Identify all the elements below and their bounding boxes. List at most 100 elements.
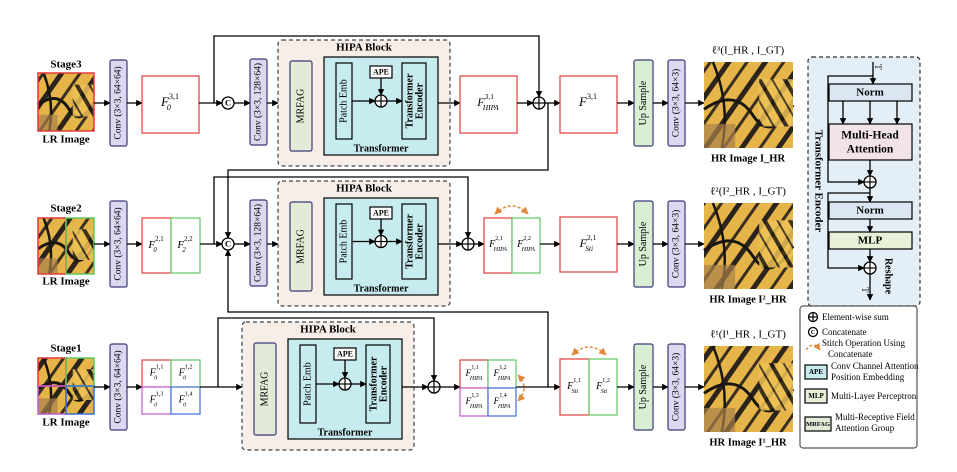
- stage2-hipa-patch-emb-label: Patch Emb: [338, 220, 349, 264]
- stage1-stitch-arrow: [571, 346, 607, 356]
- stage2-feat-in-2: [170, 217, 201, 274]
- stage2-hipa-mrfag-label: MRFAG: [295, 229, 306, 264]
- stage3-concat-glyph: C: [225, 98, 231, 107]
- stage1-hr-image-bg: [704, 407, 736, 432]
- stage3-conv-out-label: Conv (3×3, 64×3): [671, 69, 682, 138]
- stage1-lr-q4: [65, 385, 95, 415]
- stage3-hr-image-bg: [704, 123, 736, 148]
- stage1-feat-hipa-1: [459, 359, 489, 389]
- stage3-lr-label: LR Image: [42, 134, 89, 146]
- stage1-hipa-ape-label: APE: [337, 349, 353, 358]
- legend-concat: Concatenate: [822, 327, 866, 337]
- stage2-hr-label: HR Image I²_HR: [709, 294, 787, 305]
- stage1-hipa-transformer-label: Transformer: [318, 427, 373, 438]
- encoder-mlp-label: MLP: [858, 235, 883, 247]
- encoder-out-marker: T: [860, 287, 870, 293]
- stage2-conv-out-label: Conv (3×3, 64×3): [671, 210, 682, 279]
- stage3-lr-frame: [37, 72, 95, 132]
- stage1-hipa-encoder: [365, 344, 391, 424]
- stage1-hipa-patch-emb-label: Patch Emb: [302, 362, 313, 406]
- stage2-conv-in-label: Conv (3×3, 64×64): [113, 207, 124, 280]
- stage3-feat-in: [141, 75, 200, 134]
- stage3-hipa-encoder: [401, 62, 427, 140]
- legend-concat-icon-glyph: C: [811, 329, 816, 336]
- stage1-feat-hipa-4: [487, 387, 517, 417]
- stage1-hr-image-wing: [759, 363, 793, 411]
- legend-mrfag-desc-l2: Attention Group: [835, 423, 895, 433]
- stage1-feat-in-1: [141, 359, 172, 388]
- stage3-lr-image-bg: [38, 114, 58, 131]
- stage1-title: Stage1: [50, 343, 81, 355]
- stage3-hipa-title: HIPA Block: [336, 42, 393, 54]
- stage2-conv-mid: [249, 199, 268, 287]
- stage1-hr-label: HR Image I¹_HR: [709, 437, 787, 448]
- stage1-conv-out-label: Conv (3×3, 64×3): [671, 353, 682, 422]
- legend-mlp-key-label: MLP: [808, 392, 824, 400]
- legend-mrfag-desc-l1: Multi-Receptive Field: [835, 412, 915, 422]
- stage3-hipa-transformer-label: Transformer: [354, 143, 409, 154]
- stage3-feat-out: [559, 75, 618, 134]
- stage1-feat-out-2: [588, 358, 618, 416]
- stage2-conv-mid-label: Conv (3×3, 128×64): [253, 204, 264, 282]
- stage3-hipa-mrfag: [289, 60, 313, 152]
- enc-res1: [827, 75, 873, 186]
- stage3-conv-in-label: Conv (3×3, 64×64): [113, 66, 124, 139]
- legend-mrfag-key-label: MRFAG: [806, 421, 830, 428]
- stage2-lr-frame-r: [65, 217, 95, 275]
- stage3-conv-mid: [249, 58, 268, 146]
- s3-skip: [213, 35, 543, 103]
- stage1-feat-in-4: [170, 386, 201, 415]
- stage2-loss: ℓ²(I²_HR , I_GT): [710, 186, 786, 198]
- stage2-hr-image-wing: [759, 220, 793, 268]
- stage2-feat-hipa-2: [511, 217, 541, 274]
- stage2-hr-image-bg: [704, 264, 736, 289]
- stage1-lr-image-wing: [72, 369, 94, 400]
- encoder-panel-title: Transformer Encoder: [812, 130, 824, 233]
- encoder-norm1-label: Norm: [856, 87, 884, 99]
- legend-ape-key-label: APE: [809, 368, 823, 376]
- stage3-hipa-patch-emb-label: Patch Emb: [338, 79, 349, 123]
- stage1-lr-label: LR Image: [42, 417, 89, 429]
- stage2-hipa-title: HIPA Block: [336, 183, 393, 195]
- legend-stitch-icon: [805, 342, 821, 351]
- stage1-stitch-arrow-v: [517, 374, 526, 402]
- stage1-feat-hipa-2: [487, 359, 517, 389]
- stage1-hipa-enc-l2: Encoder: [378, 365, 389, 402]
- stage2-feat-in-1: [141, 217, 172, 274]
- stage2-hipa-mrfag: [289, 201, 313, 292]
- legend-sum: Element-wise sum: [822, 312, 889, 322]
- s2-skip: [213, 176, 472, 244]
- stage2-lr-label: LR Image: [42, 276, 89, 288]
- stage1-feat-out-1: [559, 358, 590, 416]
- legend-mrfag-key: [804, 416, 832, 432]
- stage3-hr-image-wing: [759, 79, 793, 127]
- stage2-upsample-label: Up Sample: [638, 221, 649, 266]
- stage2-hipa-transformer-label: Transformer: [354, 283, 409, 294]
- stage2-stitch-arrow: [494, 205, 529, 215]
- stage3-hr-label: HR Image I_HR: [711, 153, 785, 164]
- stage2-concat-glyph: C: [225, 239, 231, 248]
- legend-mlp-desc: Multi-Layer Perceptron: [831, 391, 917, 401]
- encoder-mha-l2: Attention: [847, 144, 894, 156]
- s1-to-s2-feedback: [224, 249, 549, 387]
- stage2-lr-image-bg: [38, 258, 58, 274]
- legend-ape-desc-l2: Position Embedding: [831, 372, 905, 382]
- stage1-loss: ℓ¹(I¹_HR , I_GT): [710, 329, 786, 341]
- stage1-lr-image-bg: [38, 398, 58, 414]
- s1-skip: [217, 317, 438, 387]
